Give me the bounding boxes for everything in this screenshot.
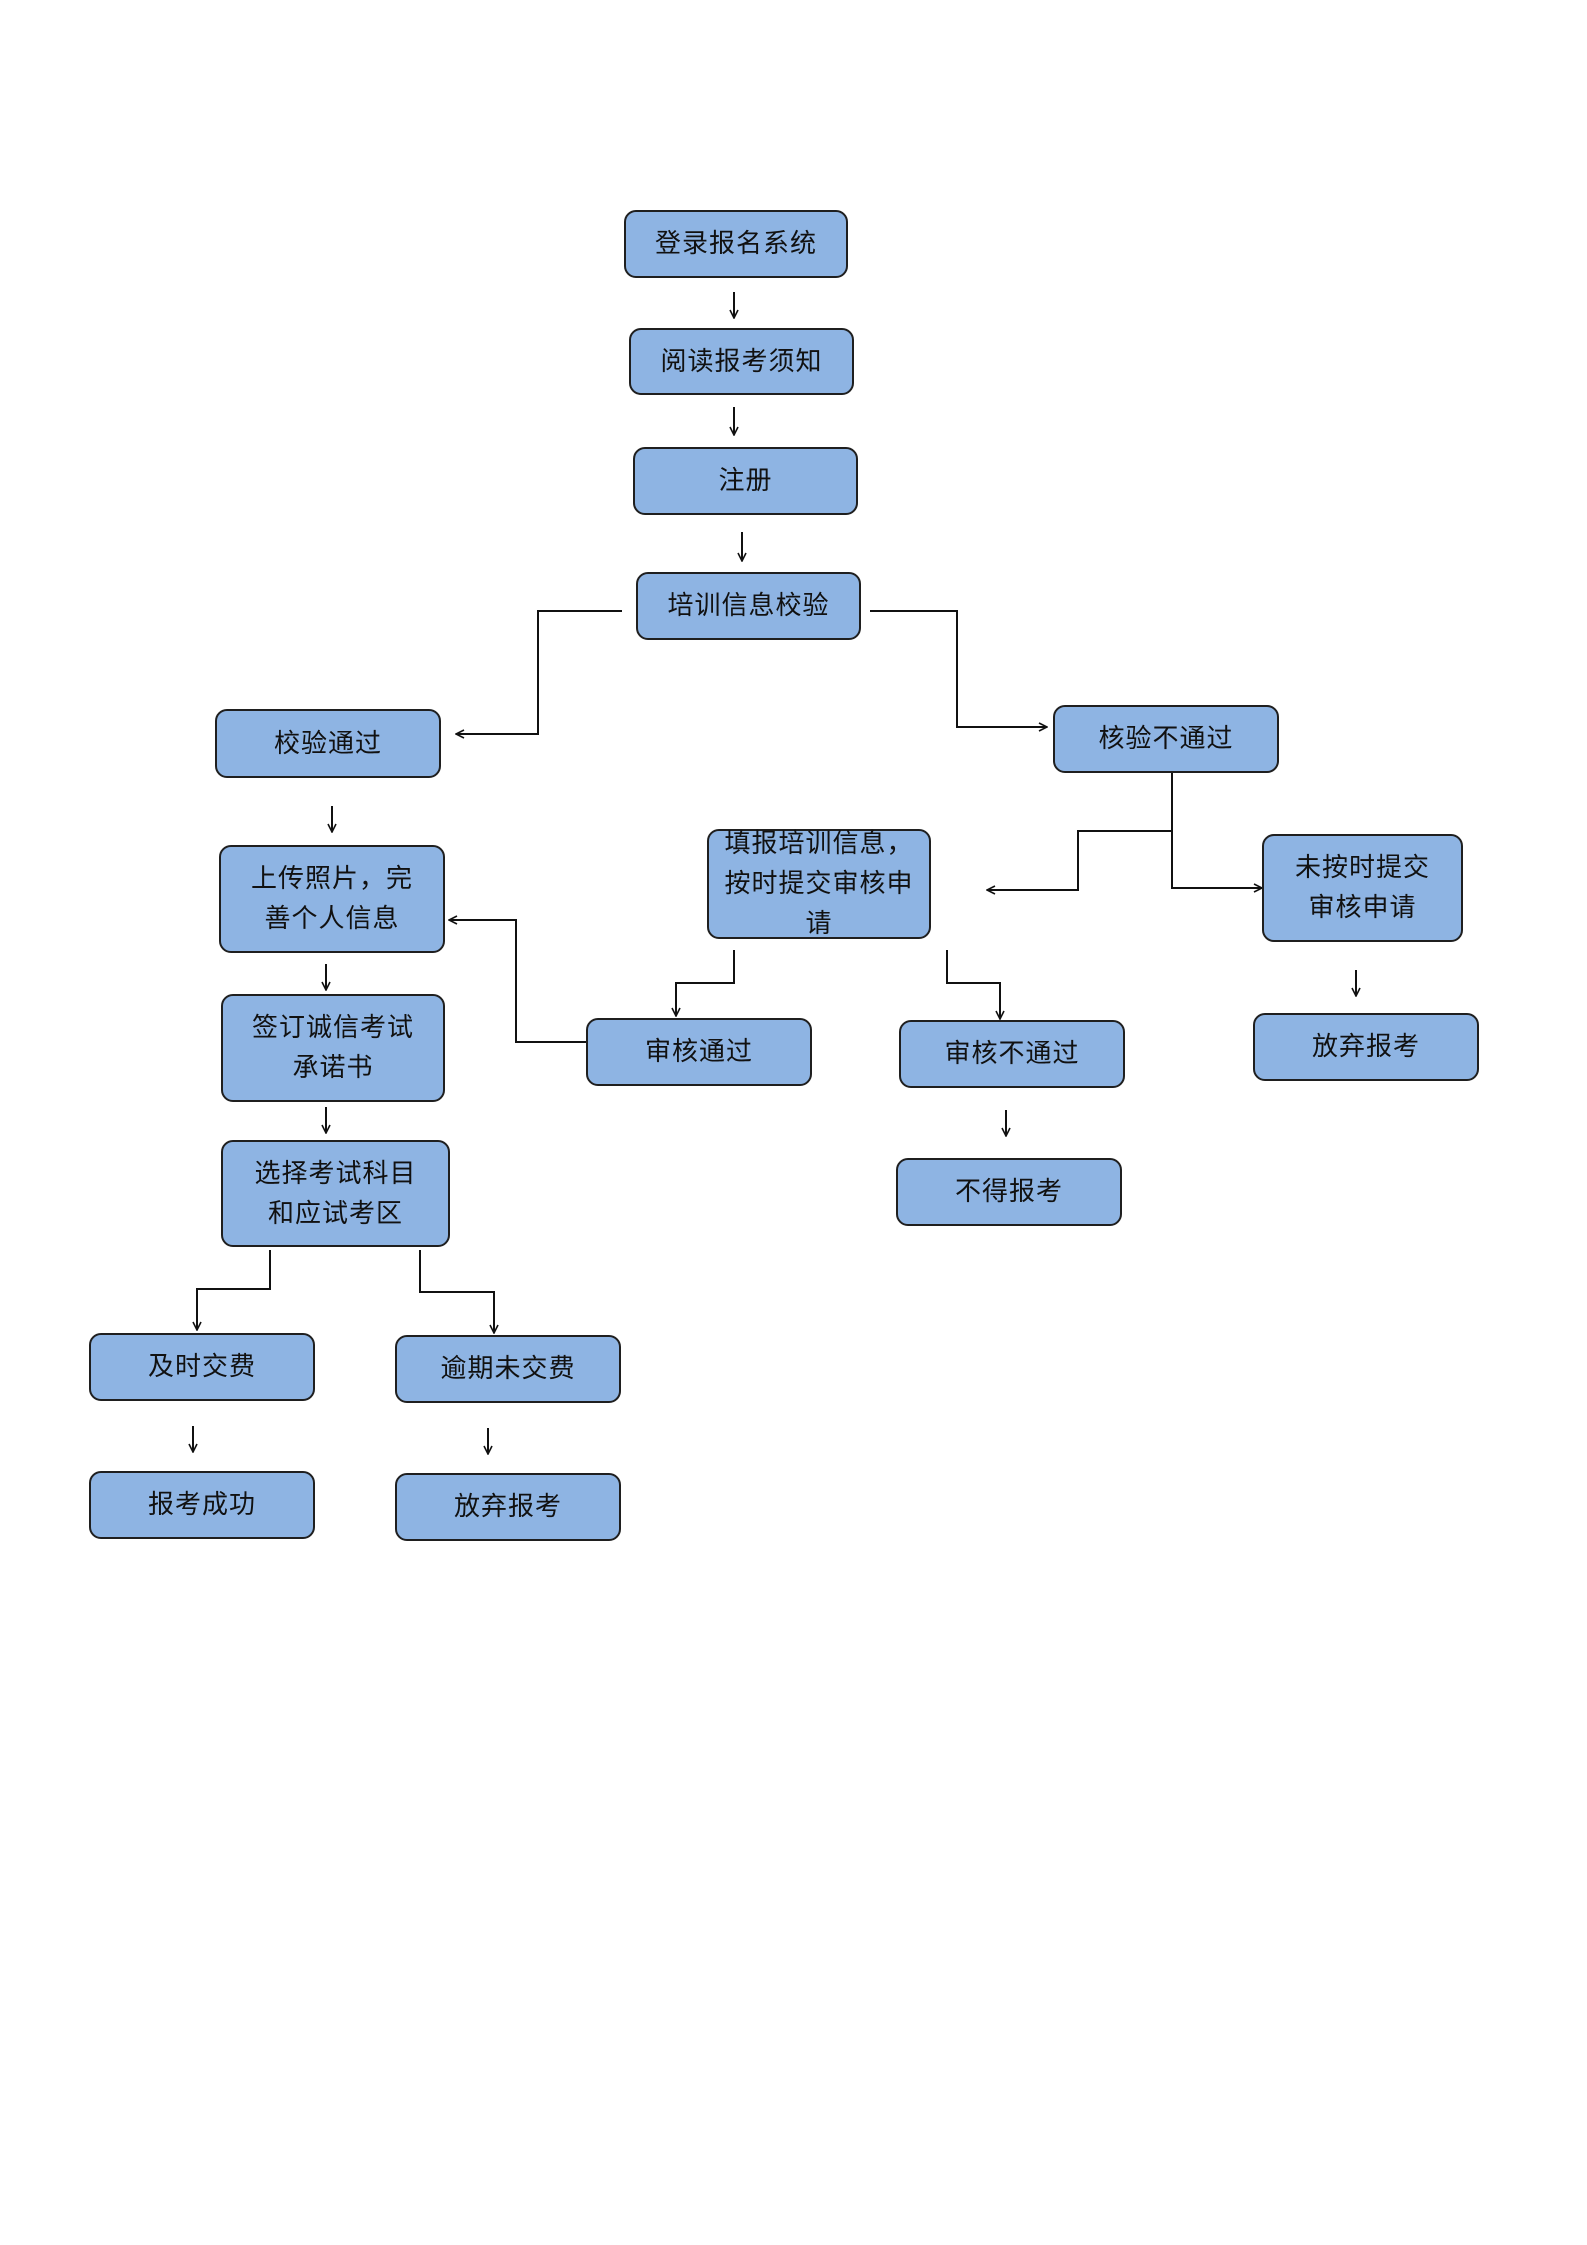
node-review-pass: 审核通过 (586, 1018, 812, 1086)
node-upload-photo: 上传照片，完善个人信息 (219, 845, 445, 953)
arrow-check-to-pass (456, 610, 622, 734)
arrow-fill-to-review-fail (946, 950, 1000, 1019)
arrow-fail-to-fill (987, 772, 1173, 890)
node-give-up-right: 放弃报考 (1253, 1013, 1479, 1081)
node-check-fail: 核验不通过 (1053, 705, 1279, 773)
node-read-notice: 阅读报考须知 (629, 328, 854, 395)
arrow-fill-to-review-pass (676, 950, 735, 1016)
node-fill-training: 填报培训信息，按时提交审核申请 (707, 829, 931, 939)
node-select-subject: 选择考试科目和应试考区 (221, 1140, 450, 1247)
node-pay-on-time: 及时交费 (89, 1333, 315, 1401)
node-overdue-unpaid: 逾期未交费 (395, 1335, 621, 1403)
node-login: 登录报名系统 (624, 210, 848, 278)
arrow-select-to-pay (197, 1250, 271, 1330)
node-training-check: 培训信息校验 (636, 572, 861, 640)
arrow-review-pass-to-upload (449, 920, 586, 1043)
arrow-check-to-fail (870, 610, 1047, 727)
node-review-fail: 审核不通过 (899, 1020, 1125, 1088)
node-not-submitted: 未按时提交审核申请 (1262, 834, 1463, 942)
node-check-pass: 校验通过 (215, 709, 441, 778)
node-give-up-left: 放弃报考 (395, 1473, 621, 1541)
arrow-fail-to-not-submitted (1171, 772, 1262, 888)
arrow-select-to-overdue (419, 1250, 494, 1333)
node-register: 注册 (633, 447, 858, 515)
node-apply-success: 报考成功 (89, 1471, 315, 1539)
node-cannot-apply: 不得报考 (896, 1158, 1122, 1226)
node-sign-pledge: 签订诚信考试承诺书 (221, 994, 445, 1102)
